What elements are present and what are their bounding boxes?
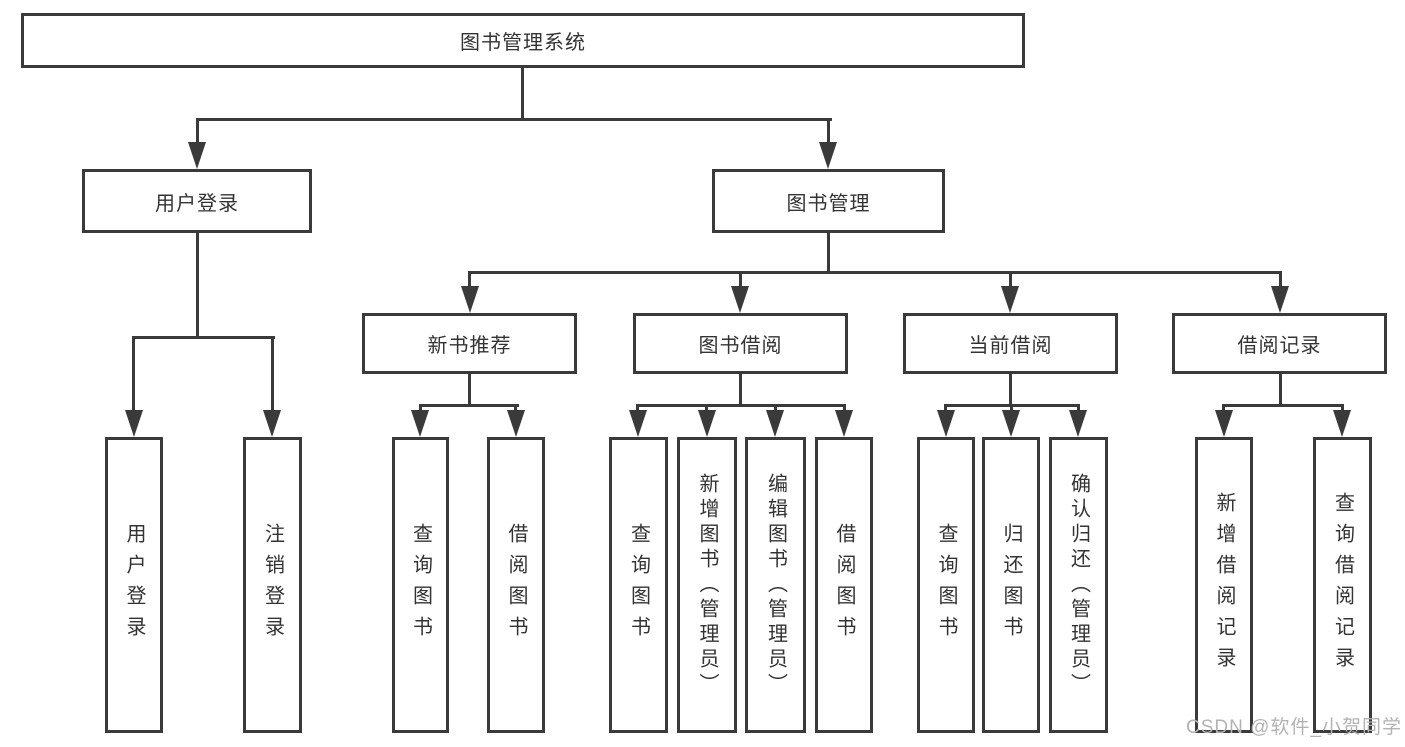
leaf-borrow-borrow-label: 借阅图书 xyxy=(833,523,855,647)
connector xyxy=(636,404,846,407)
leaf-current-query-label: 查询图书 xyxy=(935,523,957,647)
node-borrow-records-label: 借阅记录 xyxy=(1237,335,1322,357)
leaf-user-login-label: 用户登录 xyxy=(123,523,145,647)
arrowhead xyxy=(937,410,955,437)
connector xyxy=(739,374,742,407)
arrowhead xyxy=(1069,410,1087,437)
arrowhead xyxy=(263,410,281,437)
connector xyxy=(196,233,199,339)
connector xyxy=(419,404,519,407)
connector xyxy=(1279,374,1282,407)
arrowhead xyxy=(766,410,784,437)
node-new-book-recommend-label: 新书推荐 xyxy=(427,335,512,357)
leaf-newbook-query: 查询图书 xyxy=(392,437,449,733)
connector xyxy=(468,374,471,407)
node-user-login-label: 用户登录 xyxy=(155,192,239,215)
connector xyxy=(521,68,524,120)
connector xyxy=(1279,271,1282,289)
arrowhead xyxy=(507,410,525,437)
leaf-records-query: 查询借阅记录 xyxy=(1313,437,1372,733)
connector xyxy=(468,271,471,289)
leaf-borrow-add-admin-label: 新增图书（管理员） xyxy=(696,472,718,698)
arrowhead xyxy=(698,410,716,437)
leaf-current-query: 查询图书 xyxy=(917,437,975,733)
arrowhead xyxy=(1001,286,1019,313)
leaf-records-query-label: 查询借阅记录 xyxy=(1331,492,1354,678)
connector xyxy=(1222,404,1344,407)
connector xyxy=(133,336,275,339)
leaf-borrow-edit-admin: 编辑图书（管理员） xyxy=(745,437,806,733)
node-book-borrow: 图书借阅 xyxy=(633,313,848,374)
connector xyxy=(827,233,830,274)
leaf-borrow-edit-admin-label: 编辑图书（管理员） xyxy=(764,472,787,698)
leaf-borrow-query-label: 查询图书 xyxy=(627,523,650,647)
arrowhead xyxy=(731,286,749,313)
leaf-records-add-label: 新增借阅记录 xyxy=(1213,492,1235,678)
leaf-current-return-label: 归还图书 xyxy=(1000,523,1022,647)
connector xyxy=(739,271,742,289)
leaf-current-return: 归还图书 xyxy=(982,437,1040,733)
leaf-logout-label: 注销登录 xyxy=(261,523,284,647)
leaf-records-add: 新增借阅记录 xyxy=(1195,437,1253,733)
leaf-newbook-borrow: 借阅图书 xyxy=(487,437,545,733)
leaf-newbook-borrow-label: 借阅图书 xyxy=(505,523,527,647)
leaf-borrow-query: 查询图书 xyxy=(609,437,668,733)
node-book-management: 图书管理 xyxy=(712,169,945,233)
arrowhead xyxy=(188,142,206,169)
leaf-borrow-add-admin: 新增图书（管理员） xyxy=(677,437,737,733)
node-root: 图书管理系统 xyxy=(21,13,1025,68)
arrowhead xyxy=(1333,410,1351,437)
connector xyxy=(468,271,1282,274)
node-root-label: 图书管理系统 xyxy=(460,32,586,54)
node-borrow-records: 借阅记录 xyxy=(1172,313,1387,374)
arrowhead xyxy=(819,142,837,169)
arrowhead xyxy=(1215,410,1233,437)
node-new-book-recommend: 新书推荐 xyxy=(362,313,577,374)
leaf-borrow-borrow: 借阅图书 xyxy=(815,437,873,733)
connector xyxy=(827,118,830,148)
connector xyxy=(1009,271,1012,289)
node-book-borrow-label: 图书借阅 xyxy=(698,335,783,357)
arrowhead xyxy=(125,410,143,437)
watermark: CSDN @软件_小贺同学 xyxy=(1186,717,1402,738)
leaf-newbook-query-label: 查询图书 xyxy=(409,523,432,647)
connector xyxy=(196,118,832,121)
arrowhead xyxy=(411,410,429,437)
arrowhead xyxy=(461,286,479,313)
leaf-logout: 注销登录 xyxy=(243,437,302,733)
connector xyxy=(132,336,135,412)
arrowhead xyxy=(1002,410,1020,437)
connector xyxy=(196,118,199,148)
arrowhead xyxy=(1271,286,1289,313)
arrowhead xyxy=(835,410,853,437)
connector xyxy=(271,336,274,412)
arrowhead xyxy=(629,410,647,437)
node-current-borrow-label: 当前借阅 xyxy=(968,335,1053,357)
node-user-login: 用户登录 xyxy=(82,169,312,233)
leaf-current-confirm-admin: 确认归还（管理员） xyxy=(1049,437,1108,733)
node-book-management-label: 图书管理 xyxy=(786,192,871,215)
connector xyxy=(1009,374,1012,407)
leaf-current-confirm-admin-label: 确认归还（管理员） xyxy=(1067,472,1090,698)
leaf-user-login: 用户登录 xyxy=(105,437,163,733)
node-current-borrow: 当前借阅 xyxy=(903,313,1118,374)
